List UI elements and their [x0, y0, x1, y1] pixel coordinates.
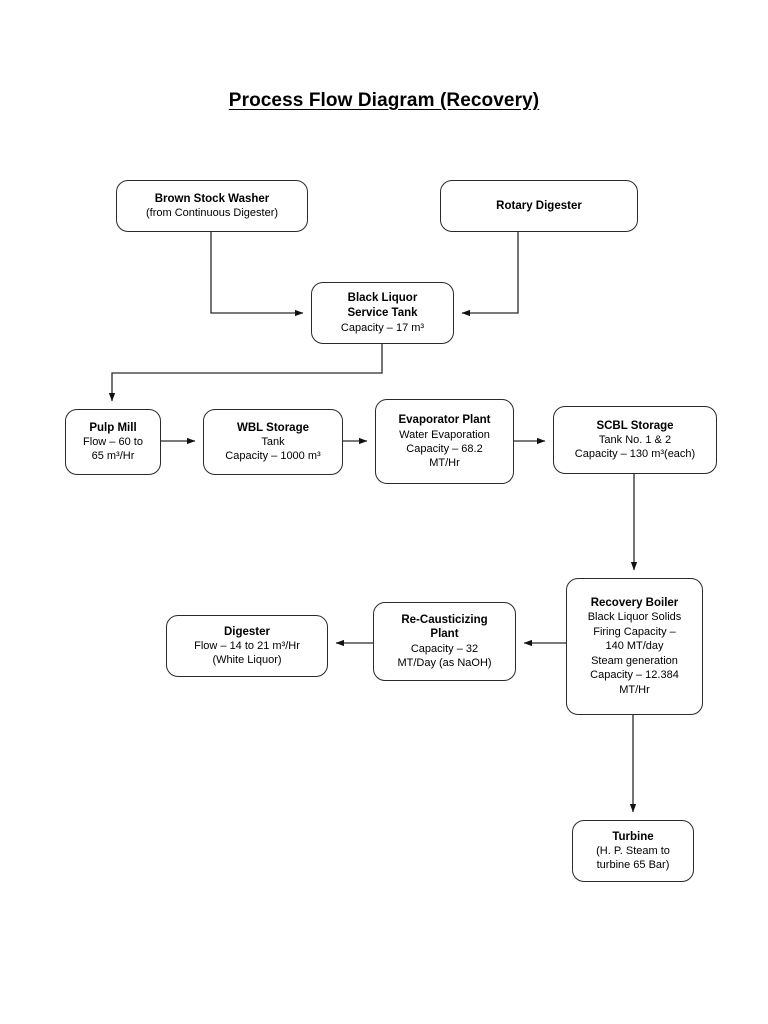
node-subtitle: (H. P. Steam to turbine 65 Bar): [596, 845, 670, 872]
node-rotary-digester[interactable]: Rotary Digester: [440, 180, 638, 232]
node-digester[interactable]: Digester Flow – 14 to 21 m³/Hr (White Li…: [166, 615, 328, 677]
node-subtitle: Capacity – 32 MT/Day (as NaOH): [397, 643, 492, 670]
node-subtitle: Water Evaporation Capacity – 68.2 MT/Hr: [399, 428, 490, 469]
node-subtitle: Flow – 60 to 65 m³/Hr: [83, 436, 143, 463]
node-title: Rotary Digester: [496, 199, 582, 212]
node-title: Black Liquor Service Tank: [347, 292, 418, 319]
node-title: Brown Stock Washer: [154, 192, 270, 205]
node-title: Evaporator Plant: [398, 414, 491, 427]
node-title: Digester: [223, 625, 271, 638]
node-recovery-boiler[interactable]: Recovery Boiler Black Liquor Solids Firi…: [566, 578, 703, 715]
node-black-liquor-service-tank[interactable]: Black Liquor Service Tank Capacity – 17 …: [311, 282, 454, 344]
node-subtitle: Capacity – 17 m³: [340, 321, 425, 334]
node-evaporator-plant[interactable]: Evaporator Plant Water Evaporation Capac…: [375, 399, 514, 484]
node-title: SCBL Storage: [596, 419, 674, 432]
node-title: Turbine: [612, 830, 654, 843]
node-turbine[interactable]: Turbine (H. P. Steam to turbine 65 Bar): [572, 820, 694, 882]
node-scbl-storage[interactable]: SCBL Storage Tank No. 1 & 2 Capacity – 1…: [553, 406, 717, 474]
edge-tank-to-pulp-mill: [108, 344, 383, 402]
edge-rotary-digester-to-tank: [461, 232, 519, 317]
node-subtitle: Black Liquor Solids Firing Capacity – 14…: [587, 611, 682, 696]
node-title: Pulp Mill: [89, 421, 137, 434]
node-title: Recovery Boiler: [590, 596, 679, 609]
node-subtitle: Tank Capacity – 1000 m³: [225, 436, 321, 463]
node-title: WBL Storage: [237, 421, 309, 434]
node-subtitle: Flow – 14 to 21 m³/Hr (White Liquor): [194, 640, 300, 667]
node-subtitle: Tank No. 1 & 2 Capacity – 130 m³(each): [574, 434, 696, 461]
node-brown-stock-washer[interactable]: Brown Stock Washer (from Continuous Dige…: [116, 180, 308, 232]
page-title-text: Process Flow Diagram (Recovery): [228, 90, 540, 111]
node-wbl-storage[interactable]: WBL Storage Tank Capacity – 1000 m³: [203, 409, 343, 475]
edge-brown-stock-washer-to-tank: [210, 232, 304, 317]
node-subtitle: (from Continuous Digester): [145, 207, 279, 220]
node-title: Re-Causticizing Plant: [401, 613, 488, 641]
node-pulp-mill[interactable]: Pulp Mill Flow – 60 to 65 m³/Hr: [65, 409, 161, 475]
node-re-causticizing-plant[interactable]: Re-Causticizing Plant Capacity – 32 MT/D…: [373, 602, 516, 681]
page-title: Process Flow Diagram (Recovery): [0, 90, 768, 112]
